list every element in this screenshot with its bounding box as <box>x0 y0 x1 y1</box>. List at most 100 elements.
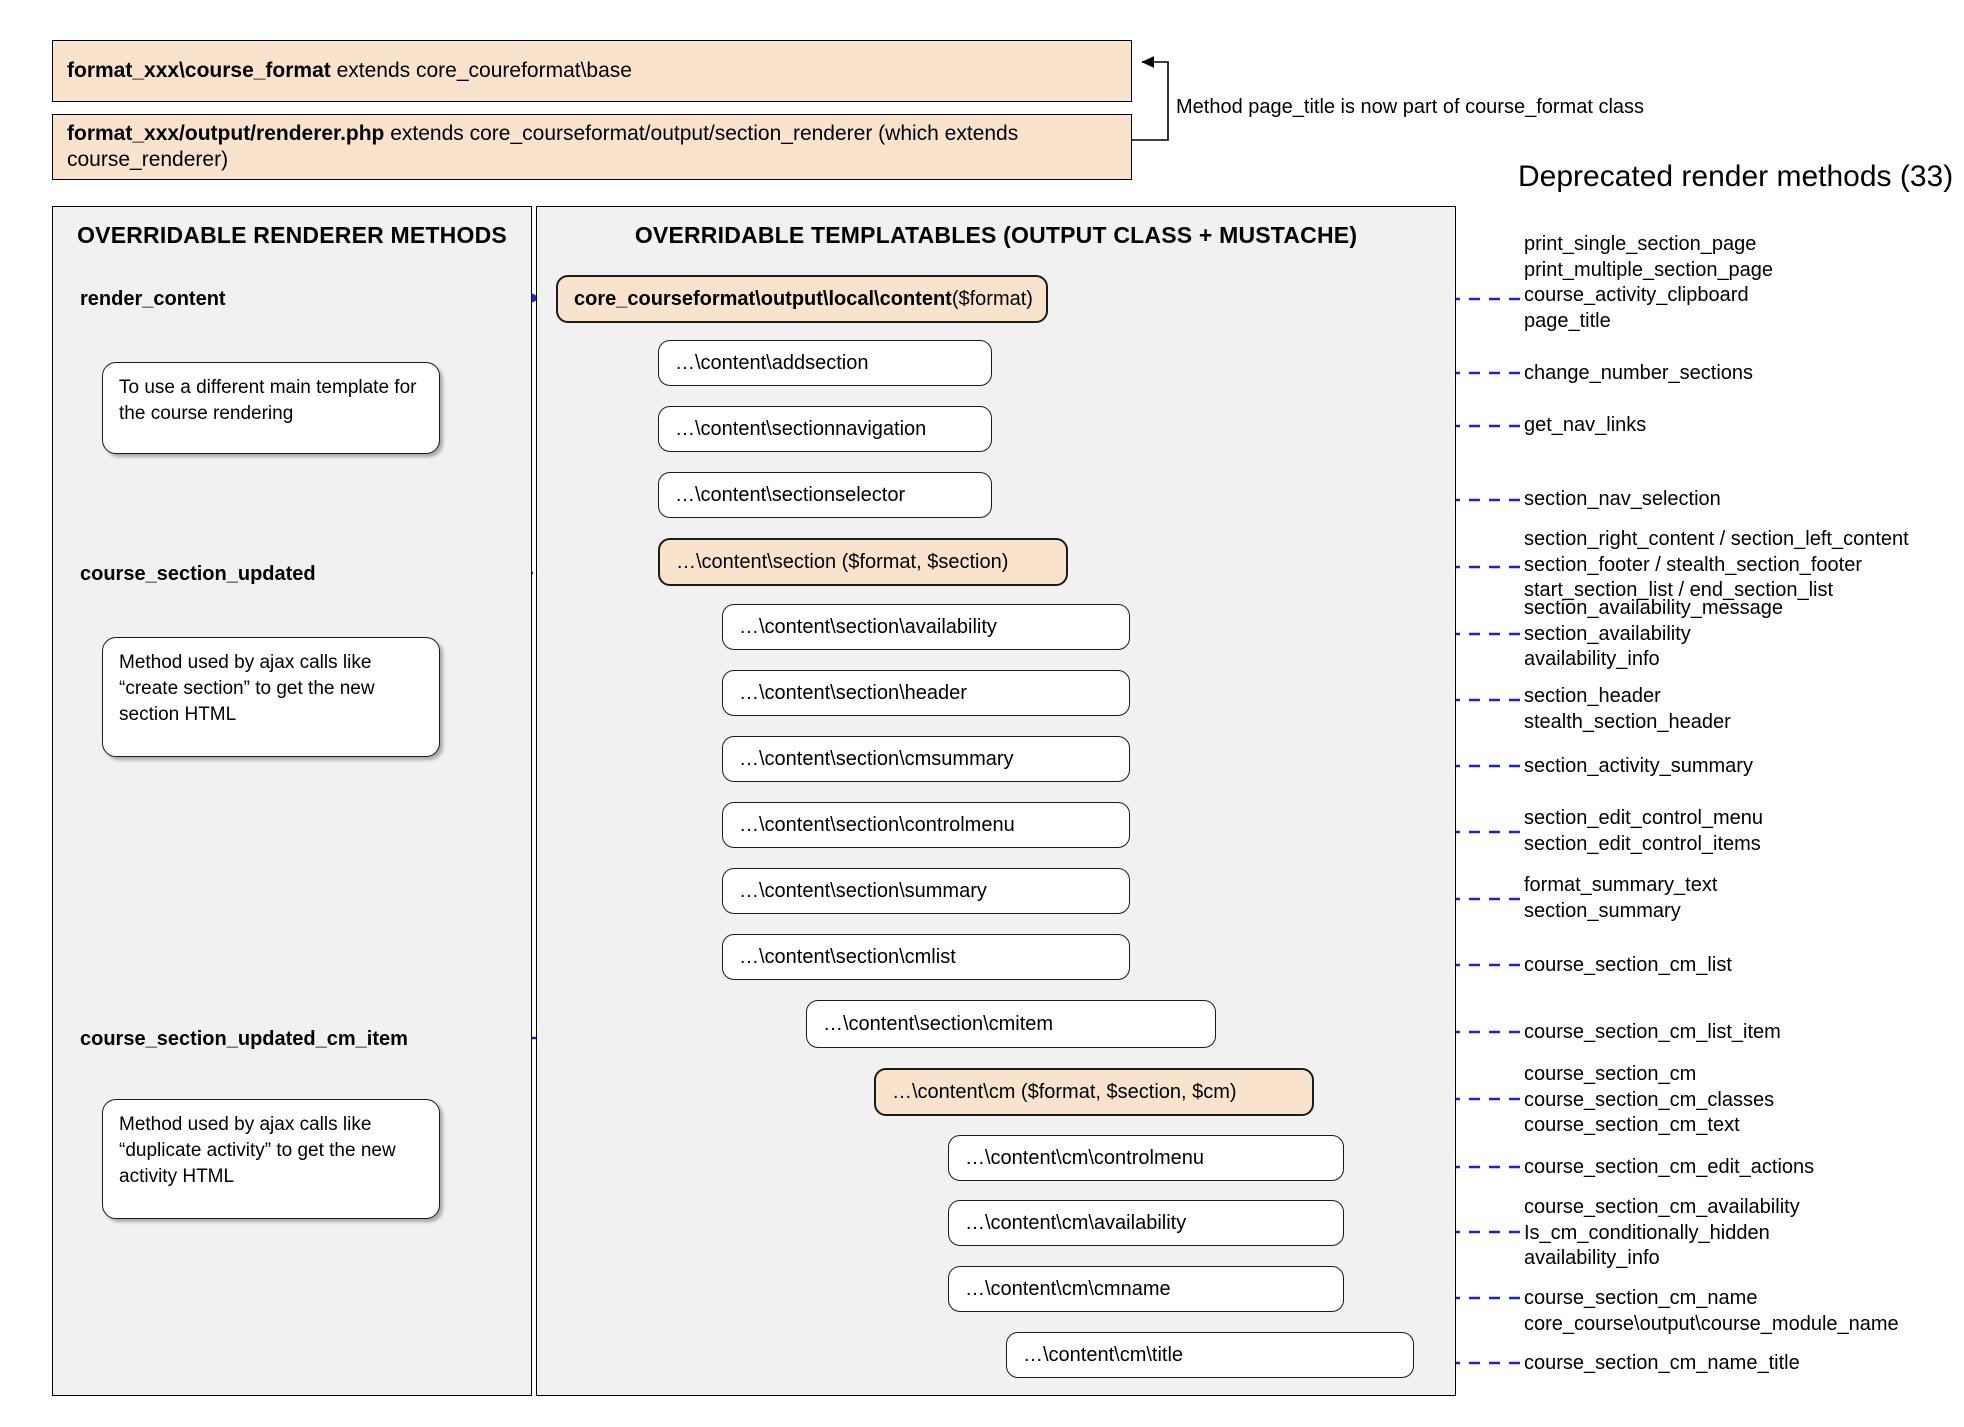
deprecated-line: course_section_cm_name <box>1524 1287 1758 1309</box>
templatable-box-section-cmitem[interactable]: …\content\section\cmitem <box>806 1000 1216 1048</box>
templatable-box-section[interactable]: …\content\section ($format, $section) <box>658 538 1068 586</box>
deprecated-line: section_availability_message <box>1524 597 1784 619</box>
header-bracket <box>1126 56 1169 141</box>
templatable-label-cm-title: …\content\cm\title <box>1023 1343 1184 1366</box>
templatable-box-cm-availability[interactable]: …\content\cm\availability <box>948 1200 1344 1246</box>
templatable-box-section-summary[interactable]: …\content\section\summary <box>722 868 1130 914</box>
deprecated-line: section_summary <box>1524 899 1681 922</box>
deprecated-group-8: section_edit_control_menu section_edit_c… <box>1524 806 1763 857</box>
deprecated-line: page_title <box>1524 309 1611 332</box>
deprecated-line: format_summary_text <box>1524 874 1718 896</box>
deprecated-group-3: section_nav_selection <box>1524 487 1721 513</box>
deprecated-line: course_section_cm_classes <box>1524 1088 1775 1111</box>
deprecated-line: availability_info <box>1524 1247 1660 1270</box>
deprecated-line: Is_cm_conditionally_hidden <box>1524 1221 1770 1244</box>
templatable-box-section-header[interactable]: …\content\section\header <box>722 670 1130 716</box>
header-box-renderer-strong: format_xxx/output/renderer.php <box>67 121 385 145</box>
deprecated-line: start_section_list / end_section_list <box>1524 579 1834 602</box>
deprecated-group-5: section_availability_message section_ava… <box>1524 596 1783 673</box>
header-box-course-format: format_xxx\course_format extends core_co… <box>52 40 1132 102</box>
deprecated-line: course_section_cm_list_item <box>1524 1021 1781 1043</box>
templatable-label-section-cmitem: …\content\section\cmitem <box>823 1012 1054 1035</box>
deprecated-group-4: section_right_content / section_left_con… <box>1524 527 1909 604</box>
deprecated-group-11: course_section_cm_list_item <box>1524 1020 1781 1046</box>
templatable-box-addsection[interactable]: …\content\addsection <box>658 340 992 386</box>
header-box-course-format-strong: format_xxx\course_format <box>67 58 331 82</box>
deprecated-group-13: course_section_cm_edit_actions <box>1524 1155 1814 1181</box>
deprecated-line: availability_info <box>1524 648 1660 671</box>
deprecated-line: section_activity_summary <box>1524 755 1753 777</box>
templatables-panel <box>536 206 1456 1396</box>
deprecated-line: print_multiple_section_page <box>1524 258 1774 281</box>
deprecated-line: core_course\output\course_module_name <box>1524 1312 1899 1335</box>
deprecated-group-14: course_section_cm_availability Is_cm_con… <box>1524 1195 1800 1272</box>
deprecated-line: change_number_sections <box>1524 362 1754 384</box>
templatable-label-cm-cmname: …\content\cm\cmname <box>965 1277 1171 1300</box>
deprecated-line: course_activity_clipboard <box>1524 284 1749 307</box>
deprecated-line: section_edit_control_items <box>1524 832 1761 855</box>
deprecated-line: stealth_section_header <box>1524 710 1731 733</box>
templatable-box-section-cmsummary[interactable]: …\content\section\cmsummary <box>722 736 1130 782</box>
deprecated-line: section_availability <box>1524 622 1691 645</box>
callout-course-section-updated-cm-item: Method used by ajax calls like “duplicat… <box>102 1099 440 1219</box>
deprecated-line: section_edit_control_menu <box>1524 807 1764 829</box>
header-box-renderer: format_xxx/output/renderer.php extends c… <box>52 114 1132 180</box>
templatable-label-section-cmsummary: …\content\section\cmsummary <box>739 747 1014 770</box>
deprecated-line: course_section_cm_list <box>1524 954 1732 976</box>
deprecated-line: course_section_cm_text <box>1524 1114 1740 1137</box>
deprecated-line: course_section_cm_availability <box>1524 1196 1800 1218</box>
templatable-box-section-cmlist[interactable]: …\content\section\cmlist <box>722 934 1130 980</box>
deprecated-methods-title: Deprecated render methods (33) <box>1518 160 1954 193</box>
templatable-label-section-header: …\content\section\header <box>739 681 967 704</box>
templatable-label-sectionnavigation: …\content\sectionnavigation <box>675 417 927 440</box>
deprecated-line: course_section_cm <box>1524 1063 1697 1085</box>
deprecated-line: get_nav_links <box>1524 414 1647 436</box>
templatable-box-sectionnavigation[interactable]: …\content\sectionnavigation <box>658 406 992 452</box>
templatable-label-section-cmlist: …\content\section\cmlist <box>739 945 956 968</box>
deprecated-group-2: get_nav_links <box>1524 413 1646 439</box>
deprecated-group-12: course_section_cm course_section_cm_clas… <box>1524 1062 1774 1139</box>
templatable-box-content[interactable]: core_courseformat\output\local\content (… <box>556 275 1048 323</box>
deprecated-line: section_nav_selection <box>1524 488 1721 510</box>
deprecated-line: course_section_cm_edit_actions <box>1524 1156 1815 1178</box>
templatable-box-section-availability[interactable]: …\content\section\availability <box>722 604 1130 650</box>
templatable-label-section-availability: …\content\section\availability <box>739 615 997 638</box>
renderer-method-course-section-updated[interactable]: course_section_updated <box>80 563 316 585</box>
deprecated-line: print_single_section_page <box>1524 233 1757 255</box>
renderer-method-course-section-updated-cm-item[interactable]: course_section_updated_cm_item <box>80 1028 408 1050</box>
templatable-box-sectionselector[interactable]: …\content\sectionselector <box>658 472 992 518</box>
deprecated-group-10: course_section_cm_list <box>1524 953 1732 979</box>
templatable-box-cm-cmname[interactable]: …\content\cm\cmname <box>948 1266 1344 1312</box>
templatable-box-cm[interactable]: …\content\cm ($format, $section, $cm) <box>874 1068 1314 1116</box>
templatable-label-section: …\content\section ($format, $section) <box>676 550 1009 573</box>
page-title-note: Method page_title is now part of course_… <box>1176 96 1645 118</box>
renderer-method-render-content[interactable]: render_content <box>80 288 226 310</box>
templatable-box-cm-title[interactable]: …\content\cm\title <box>1006 1332 1414 1378</box>
deprecated-group-9: format_summary_text section_summary <box>1524 873 1717 924</box>
templatable-label-cm: …\content\cm ($format, $section, $cm) <box>892 1080 1237 1103</box>
deprecated-group-7: section_activity_summary <box>1524 754 1753 780</box>
deprecated-group-16: course_section_cm_name_title <box>1524 1351 1800 1377</box>
deprecated-line: section_footer / stealth_section_footer <box>1524 553 1862 576</box>
deprecated-line: section_header <box>1524 685 1661 707</box>
callout-course-section-updated: Method used by ajax calls like “create s… <box>102 637 440 757</box>
callout-render-content: To use a different main template for the… <box>102 362 440 454</box>
templatable-label-sectionselector: …\content\sectionselector <box>675 483 906 506</box>
templatable-label-cm-availability: …\content\cm\availability <box>965 1211 1187 1234</box>
header-box-renderer-rest: extends core_courseformat/output/section… <box>67 121 1019 171</box>
templatable-label-section-controlmenu: …\content\section\controlmenu <box>739 813 1015 836</box>
deprecated-group-6: section_header stealth_section_header <box>1524 684 1731 735</box>
templatable-box-section-controlmenu[interactable]: …\content\section\controlmenu <box>722 802 1130 848</box>
templatable-label-cm-controlmenu: …\content\cm\controlmenu <box>965 1146 1204 1169</box>
header-box-course-format-rest: extends core_coureformat\base <box>330 58 632 82</box>
templatable-label-addsection: …\content\addsection <box>675 351 869 374</box>
templatable-suffix-content: ($format) <box>951 287 1033 310</box>
templatables-panel-title: OVERRIDABLE TEMPLATABLES (OUTPUT CLASS +… <box>634 222 1358 248</box>
deprecated-group-1: change_number_sections <box>1524 361 1753 387</box>
deprecated-group-0: print_single_section_page print_multiple… <box>1524 232 1773 334</box>
deprecated-line: course_section_cm_name_title <box>1524 1352 1800 1374</box>
deprecated-line: section_right_content / section_left_con… <box>1524 528 1909 550</box>
templatable-label-section-summary: …\content\section\summary <box>739 879 987 902</box>
templatable-box-cm-controlmenu[interactable]: …\content\cm\controlmenu <box>948 1135 1344 1181</box>
